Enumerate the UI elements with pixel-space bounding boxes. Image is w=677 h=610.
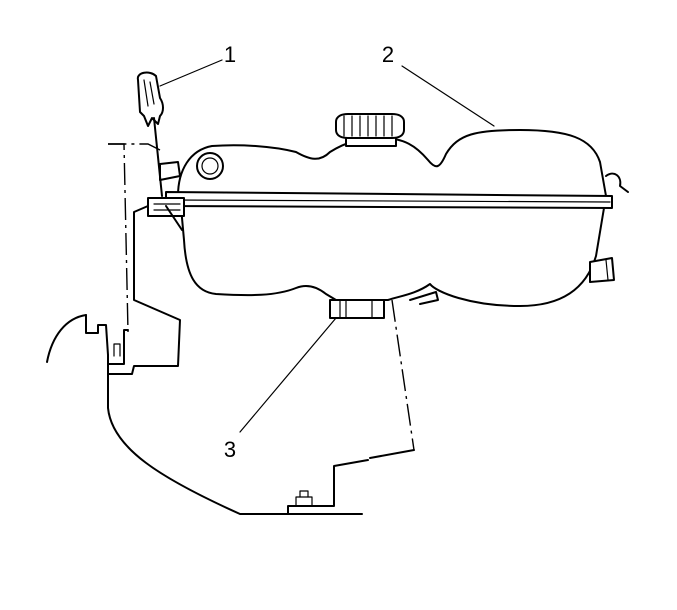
- callout-1-label: 1: [224, 42, 236, 67]
- leader-lines: [159, 59, 495, 433]
- callout-3-label: 3: [224, 437, 236, 462]
- mounting-bracket: [46, 143, 415, 515]
- leader-line-1: [159, 59, 223, 87]
- callout-2-label: 2: [382, 42, 394, 67]
- outlet-hose-fitting: [329, 299, 385, 319]
- retaining-clip: [136, 71, 164, 197]
- coolant-reservoir: [147, 113, 629, 307]
- leader-line-2: [401, 65, 495, 127]
- leader-line-3: [239, 317, 337, 433]
